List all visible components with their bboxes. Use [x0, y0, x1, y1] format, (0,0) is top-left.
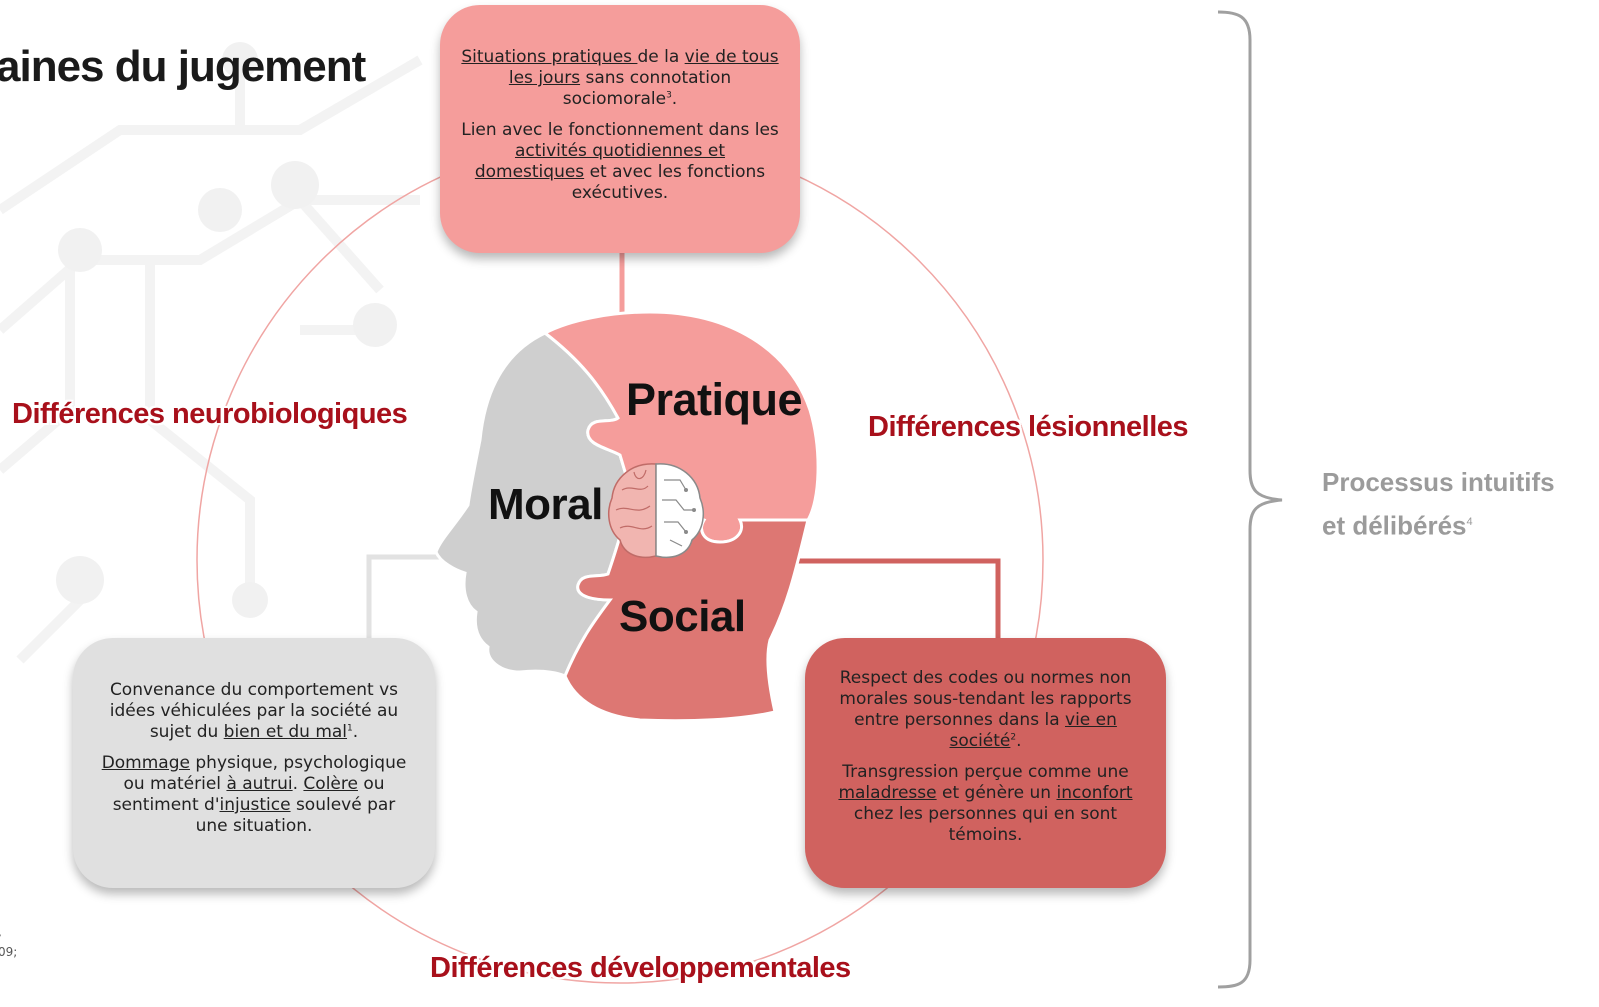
page-title: aines du jugement: [0, 42, 366, 91]
head-label-social: Social: [619, 592, 746, 641]
process-line-1: Processus intuitifs: [1322, 467, 1555, 497]
label-developmental: Différences développementales: [430, 952, 851, 984]
moral-text-2: Dommage physique, psychologique ou matér…: [101, 753, 407, 836]
social-connector: [775, 558, 1001, 642]
moral-box: Convenance du comportement vs idées véhi…: [73, 638, 435, 888]
pratique-box: Situations pratiques de la vie de tous l…: [440, 5, 800, 253]
pratique-text-1: Situations pratiques de la vie de tous l…: [461, 47, 779, 109]
reference-fragment-1: ,: [0, 925, 2, 939]
pratique-text-2: Lien avec le fonctionnement dans les act…: [461, 120, 779, 203]
brain-icon: [607, 463, 705, 559]
reference-fragment-2: 09;: [0, 945, 18, 959]
process-label: Processus intuitifs et délibérés4: [1322, 462, 1555, 546]
social-text-1: Respect des codes ou normes non morales …: [839, 668, 1132, 751]
moral-connector: [366, 554, 470, 642]
head-social-piece: [563, 493, 810, 723]
process-footnote: 4: [1466, 516, 1473, 528]
social-box: Respect des codes ou normes non morales …: [805, 638, 1166, 888]
process-brace: [1217, 10, 1283, 989]
process-line-2: et délibérés4: [1322, 510, 1473, 541]
head-label-pratique: Pratique: [626, 374, 803, 425]
label-lesional: Différences lésionnelles: [868, 411, 1189, 443]
social-text-2: Transgression perçue comme une maladress…: [838, 762, 1133, 845]
moral-text-1: Convenance du comportement vs idées véhi…: [109, 680, 399, 742]
label-neurobiological: Différences neurobiologiques: [12, 398, 408, 430]
head-label-moral: Moral: [488, 480, 603, 529]
